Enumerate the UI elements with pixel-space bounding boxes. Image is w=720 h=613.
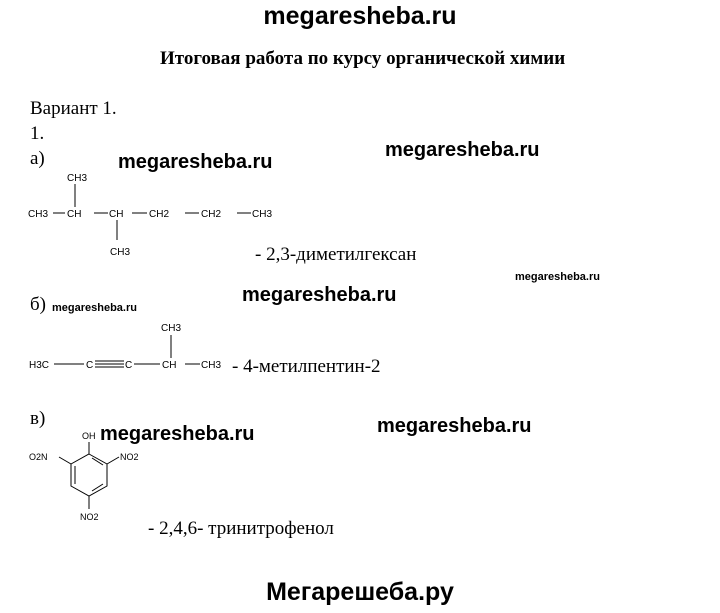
formula-b-label: CH3 [161,323,181,334]
watermark: megaresheba.ru [100,423,255,445]
item-a-marker: а) [30,148,45,169]
formula-4-methylpentyne-2: CH3 H3C C C CH CH3 [29,323,221,371]
formula-b-label: CH [162,360,176,371]
watermark: megaresheba.ru [52,302,137,314]
formula-b-label: H3C [29,360,49,371]
formula-b-label: CH3 [201,360,221,371]
watermark: megaresheba.ru [385,139,540,161]
formula-c-label: NO2 [120,452,139,462]
formula-a-label: CH2 [149,209,169,220]
item-c-name: - 2,4,6- тринитрофенол [148,518,334,539]
item-b-marker: б) [30,294,46,315]
formula-b-label: C [125,360,132,371]
formula-a-label: CH [67,209,81,220]
watermark: megaresheba.ru [242,284,397,306]
formula-2-3-dimethylhexane: CH3 CH3 CH CH CH2 CH2 CH3 CH3 [28,173,272,258]
formula-2-4-6-trinitrophenol: OH O2N NO2 NO2 [29,431,139,522]
task-number: 1. [30,123,45,144]
site-header: megaresheba.ru [263,2,457,30]
formula-c-label: NO2 [80,512,99,522]
formula-a-label: CH3 [67,173,87,184]
watermark: megaresheba.ru [118,151,273,173]
formula-a-label: CH [109,209,123,220]
variant-label: Вариант 1. [30,98,117,119]
footer-brand: Мегарешеба.ру [266,578,454,606]
formula-c-label: O2N [29,452,48,462]
formula-a-label: CH3 [252,209,272,220]
formula-a-label: CH2 [201,209,221,220]
item-c-marker: в) [30,408,46,429]
document-title: Итоговая работа по курсу органической хи… [160,48,566,69]
item-b-name: - 4-метилпентин-2 [232,356,381,377]
watermark: megaresheba.ru [377,415,532,437]
formula-c-label: OH [82,431,96,441]
watermark: megaresheba.ru [515,271,600,283]
formula-a-label: CH3 [110,247,130,258]
formula-b-label: C [86,360,93,371]
formula-a-label: CH3 [28,209,48,220]
item-a-name: - 2,3-диметилгексан [255,244,417,265]
